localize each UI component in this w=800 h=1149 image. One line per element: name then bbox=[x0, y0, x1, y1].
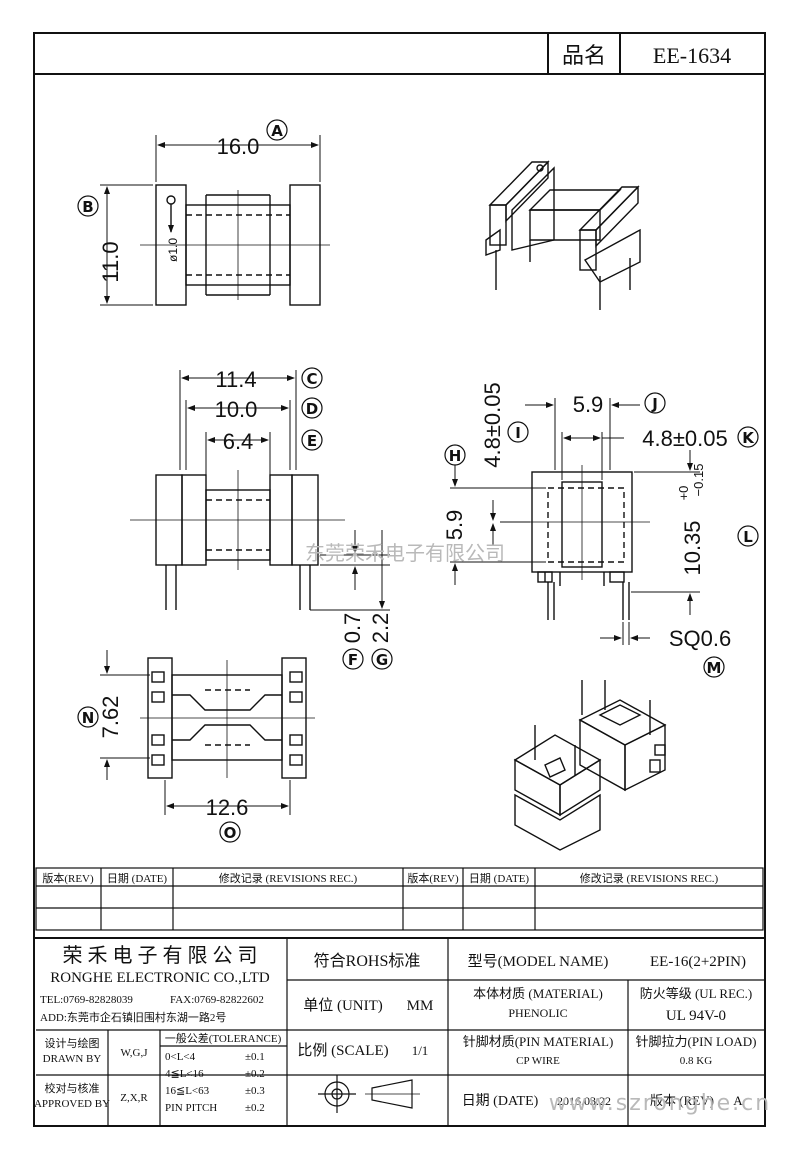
hole-diameter: ø1.0 bbox=[166, 238, 180, 262]
pin-material-value: CP WIRE bbox=[516, 1055, 560, 1067]
tol-range-2: 4≦L<16 bbox=[165, 1068, 204, 1080]
dim-g-value: 2.2 bbox=[368, 613, 393, 644]
dim-b-mark: B bbox=[82, 198, 93, 216]
approver-label-en: APPROVED BY bbox=[34, 1098, 110, 1110]
rev-header-4: 版本(REV) bbox=[407, 871, 459, 885]
dim-h-value: 5.9 bbox=[442, 510, 467, 541]
unit-value: MM bbox=[407, 998, 434, 1014]
rev-label: 版本 (REV) bbox=[650, 1093, 714, 1108]
dim-m-value: SQ0.6 bbox=[669, 626, 731, 651]
material-value: PHENOLIC bbox=[508, 1006, 567, 1020]
dim-b-value: 11.0 bbox=[98, 241, 123, 282]
approver-label-cn: 校对与核准 bbox=[45, 1081, 100, 1095]
dim-n-value: 7.62 bbox=[98, 696, 123, 739]
part-name-label: 品名 bbox=[562, 43, 606, 68]
company-fax: FAX:0769-82822602 bbox=[170, 994, 264, 1006]
dim-l-mark: L bbox=[743, 528, 753, 546]
dim-e-mark: E bbox=[307, 432, 317, 450]
dim-o-mark: O bbox=[224, 824, 237, 842]
dim-c-value: 11.4 bbox=[215, 367, 256, 392]
revision-table bbox=[35, 867, 764, 931]
rev-header-1: 版本(REV) bbox=[42, 871, 94, 885]
scale-label: 比例 (SCALE) bbox=[297, 1042, 388, 1059]
tol-value-1: ±0.1 bbox=[245, 1051, 265, 1063]
dim-k-value: 4.8±0.05 bbox=[642, 426, 727, 451]
top-view bbox=[100, 135, 330, 306]
dim-j-value: 5.9 bbox=[573, 392, 604, 417]
date-value: 2016.03.22 bbox=[557, 1094, 611, 1108]
rev-header-2: 日期 (DATE) bbox=[107, 872, 168, 885]
fire-rating-value: UL 94V-0 bbox=[666, 1008, 726, 1024]
pin-load-label: 针脚拉力(PIN LOAD) bbox=[636, 1034, 757, 1049]
unit-label: 单位 (UNIT) bbox=[303, 997, 383, 1014]
watermark-url: www.szronghe.cn bbox=[549, 1091, 771, 1116]
tol-value-4: ±0.2 bbox=[245, 1102, 265, 1114]
dim-a-value: 16.0 bbox=[217, 134, 260, 159]
dim-j-mark: J bbox=[651, 395, 658, 413]
tol-range-1: 0<L<4 bbox=[165, 1051, 196, 1063]
dim-i-mark: I bbox=[515, 424, 521, 442]
title-block bbox=[34, 937, 765, 1126]
rohs-label: 符合ROHS标准 bbox=[314, 952, 421, 970]
bottom-view bbox=[100, 650, 315, 815]
tol-range-3: 16≦L<63 bbox=[165, 1085, 210, 1097]
dim-o-value: 12.6 bbox=[206, 795, 249, 820]
dim-m-mark: M bbox=[707, 659, 722, 677]
dim-l-tol-lower: −0.15 bbox=[691, 464, 706, 497]
scale-value: 1/1 bbox=[412, 1043, 429, 1058]
dim-i-value: 4.8±0.05 bbox=[480, 382, 505, 467]
dim-d-value: 10.0 bbox=[215, 397, 258, 422]
designer-value: W,G,J bbox=[120, 1047, 148, 1059]
sheet-border bbox=[33, 32, 766, 1127]
date-label: 日期 (DATE) bbox=[462, 1093, 539, 1109]
model-label: 型号(MODEL NAME) bbox=[468, 953, 609, 970]
dim-g-mark: G bbox=[376, 651, 388, 669]
front-view bbox=[130, 370, 390, 611]
designer-label-en: DRAWN BY bbox=[43, 1053, 102, 1065]
iso-view-top bbox=[485, 160, 641, 310]
tol-value-3: ±0.3 bbox=[245, 1085, 265, 1097]
dim-a-mark: A bbox=[271, 122, 283, 140]
rev-value: A bbox=[733, 1093, 743, 1108]
dim-e-value: 6.4 bbox=[223, 429, 254, 454]
dim-c-mark: C bbox=[306, 370, 317, 388]
company-address: ADD:东莞市企石镇旧围村东湖一路2号 bbox=[40, 1010, 226, 1024]
material-label: 本体材质 (MATERIAL) bbox=[473, 986, 603, 1001]
rev-header-5: 日期 (DATE) bbox=[469, 872, 530, 885]
rev-header-3: 修改记录 (REVISIONS REC.) bbox=[219, 871, 358, 885]
fire-rating-label: 防火等级 (UL REC.) bbox=[640, 986, 753, 1001]
dim-k-mark: K bbox=[742, 429, 755, 447]
dim-f-mark: F bbox=[348, 651, 358, 669]
company-name-cn: 荣 禾 电 子 有 限 公 司 bbox=[63, 944, 258, 967]
designer-label-cn: 设计与绘图 bbox=[45, 1036, 100, 1050]
tol-range-4: PIN PITCH bbox=[165, 1102, 217, 1114]
model-value: EE-16(2+2PIN) bbox=[650, 954, 746, 970]
dim-h-mark: H bbox=[449, 447, 462, 465]
side-view bbox=[450, 398, 700, 645]
tol-value-2: ±0.2 bbox=[245, 1068, 265, 1080]
part-number: EE-1634 bbox=[653, 43, 731, 68]
watermark-company: 东莞荣禾电子有限公司 bbox=[305, 541, 505, 565]
company-name-en: RONGHE ELECTRONIC CO.,LTD bbox=[50, 970, 270, 986]
dim-n-mark: N bbox=[82, 709, 95, 727]
pin-load-value: 0.8 KG bbox=[680, 1055, 712, 1067]
company-tel: TEL:0769-82828039 bbox=[40, 994, 133, 1006]
iso-view-bottom bbox=[513, 680, 667, 851]
dim-l-tol-upper: +0 bbox=[676, 486, 691, 501]
rev-header-6: 修改记录 (REVISIONS REC.) bbox=[580, 871, 719, 885]
dim-d-mark: D bbox=[306, 400, 318, 418]
pin-material-label: 针脚材质(PIN MATERIAL) bbox=[463, 1034, 614, 1049]
approver-value: Z,X,R bbox=[120, 1092, 148, 1104]
tolerance-title: 一般公差(TOLERANCE) bbox=[165, 1031, 282, 1045]
dim-f-value: 0.7 bbox=[340, 613, 365, 644]
dim-l-value: 10.35 bbox=[680, 520, 705, 575]
projection-symbol-icon bbox=[318, 1075, 420, 1113]
